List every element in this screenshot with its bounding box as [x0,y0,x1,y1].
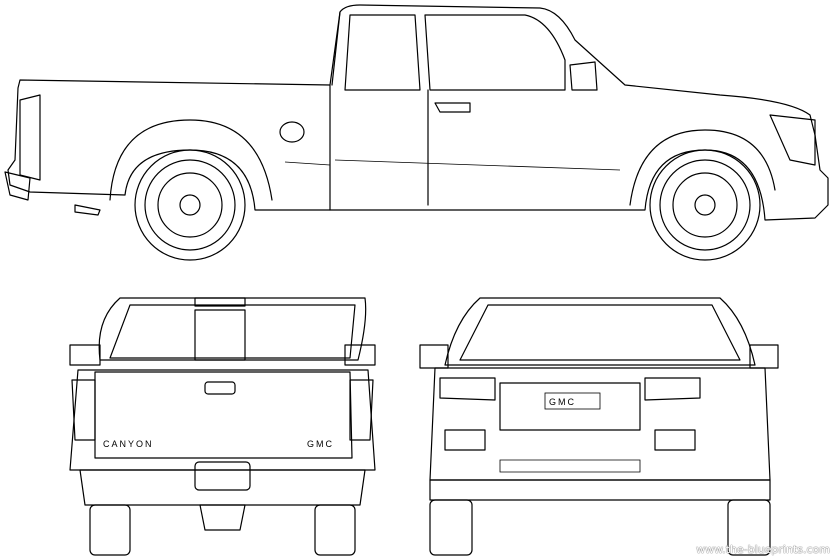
side-view [4,4,829,261]
grille-badge: GMC [549,397,576,407]
rear-view: CANYON GMC [69,297,376,556]
watermark: www.the-blueprints.com [696,543,830,556]
rear-model-badge: CANYON [103,439,154,449]
rear-brand-badge: GMC [307,439,334,449]
front-view: GMC [419,297,779,556]
